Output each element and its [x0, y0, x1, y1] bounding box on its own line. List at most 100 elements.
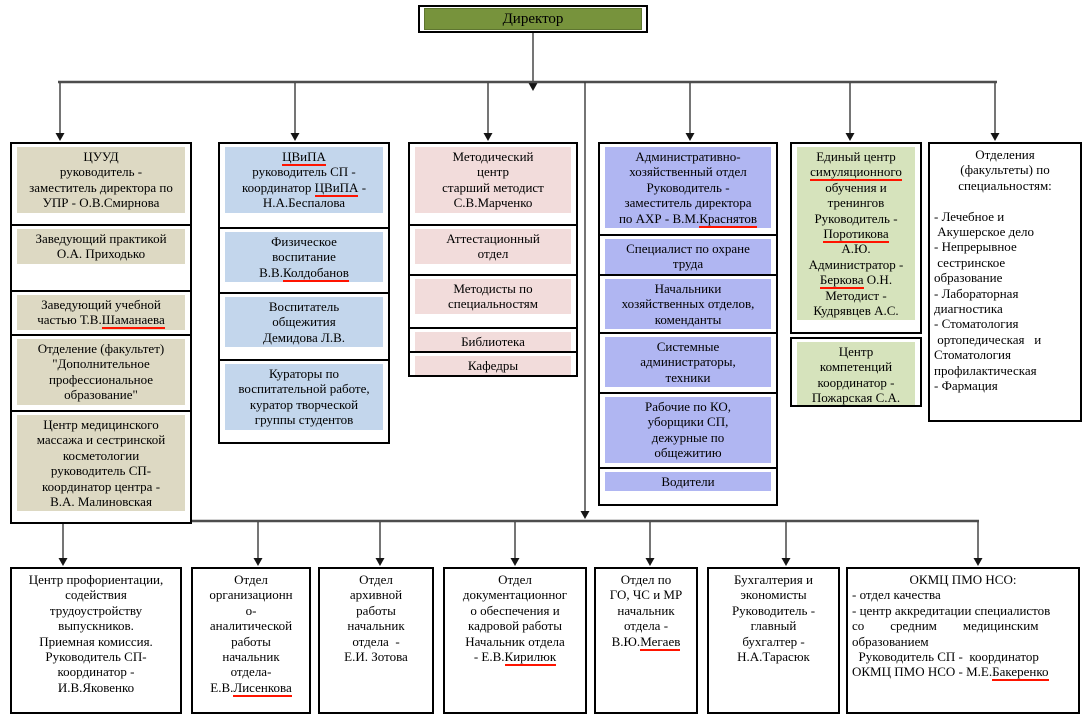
text-line: руководитель -: [18, 164, 184, 179]
text-line: отдела -: [600, 618, 692, 633]
text-line: УПР - О.В.Смирнова: [18, 195, 184, 210]
text-line: отдел: [416, 246, 570, 261]
text-line: Руководитель -: [798, 211, 914, 226]
text-line: Е.И. Зотова: [324, 649, 428, 664]
text-line: координатор центра -: [18, 479, 184, 494]
text-run: дежурные по: [651, 429, 725, 445]
text-line: хозяйственных отделов,: [606, 296, 770, 311]
text-run: Приемная комиссия.: [39, 633, 153, 649]
text-run: работы: [231, 633, 271, 649]
text-run: экономисты: [740, 587, 807, 603]
text-line: администраторы,: [606, 354, 770, 369]
text-line: Н.А.Тарасюк: [713, 649, 834, 664]
text-line: архивной: [324, 587, 428, 602]
text-line: специальностям: [416, 296, 570, 311]
text-line: работы: [324, 603, 428, 618]
spellcheck-underlined-name: Беркова: [819, 272, 864, 290]
text-run: о-: [245, 602, 257, 618]
text-line: трудоустройству: [16, 603, 176, 618]
text-run: специальностям: [448, 296, 538, 312]
text-run: Физическое: [271, 234, 337, 249]
spellcheck-underlined-name: Мегаев: [640, 633, 681, 651]
text-line: коменданты: [606, 312, 770, 327]
text-run: Центр: [838, 344, 874, 359]
text-run: руководитель СП-: [50, 463, 152, 479]
text-run: аналитической: [209, 618, 293, 634]
text-line: Руководитель -: [606, 180, 770, 195]
text-line: Центр: [798, 344, 914, 359]
text-line: Начальник отдела: [449, 634, 581, 649]
text-run: Специалист по охране: [626, 241, 750, 256]
text-line: Отделение (факультет): [18, 341, 184, 356]
text-run: Отдел: [359, 572, 393, 587]
text-line: ОКМЦ ПМО НСО - М.Е.Бакеренко: [852, 664, 1074, 682]
text-line: образованием: [852, 634, 1074, 649]
text-line: "Дополнительное: [18, 356, 184, 371]
text-run: отдел: [477, 246, 509, 262]
text-run: трудоустройству: [49, 602, 143, 618]
text-line: аналитической: [197, 618, 305, 633]
text-run: координатор -: [817, 374, 895, 390]
text-run: Н.А.Тарасюк: [737, 649, 810, 665]
text-line: Приемная комиссия.: [16, 634, 176, 649]
text-run: профессиональное: [48, 371, 154, 387]
text-line: косметологии: [18, 448, 184, 463]
text-run: Библиотека: [461, 334, 525, 349]
text-line: А.Ю.: [798, 241, 914, 256]
text-run: В.А. Малиновская: [50, 494, 152, 510]
text-run: содействия: [65, 587, 127, 603]
text-run: -: [358, 179, 367, 195]
director-title: Директор: [502, 10, 564, 27]
text-run: выпускников.: [58, 618, 134, 634]
text-line: Рабочие по КО,: [606, 399, 770, 414]
text-line: Методист -: [798, 288, 914, 303]
text-run: по АХР - В.М.: [618, 210, 700, 226]
text-run: кадровой работы: [468, 618, 562, 634]
text-line: профилактическая: [934, 363, 1076, 378]
text-line: Отделения: [934, 147, 1076, 162]
text-line: Кудрявцев А.С.: [798, 303, 914, 318]
cell-fill: Библиотека: [415, 332, 571, 351]
text-line: Библиотека: [416, 334, 570, 349]
text-run: "Дополнительное: [52, 356, 150, 372]
text-run: косметологии: [62, 447, 140, 463]
text-line: Отдел: [324, 572, 428, 587]
text-line: Бухгалтерия и: [713, 572, 834, 587]
text-line: Начальники: [606, 281, 770, 296]
text-line: массажа и сестринской: [18, 432, 184, 447]
text-run: архивной: [349, 587, 403, 603]
text-line: Центр профориентации,: [16, 572, 176, 587]
text-line: - Лечебное и: [934, 209, 1076, 224]
text-run: координатор центра -: [41, 478, 161, 494]
text-line: ортопедическая и: [934, 332, 1076, 347]
text-line: работы: [197, 634, 305, 649]
text-line: ОКМЦ ПМО НСО:: [852, 572, 1074, 587]
text-line: компетенций: [798, 359, 914, 374]
text-run: отдела -: [352, 633, 400, 649]
text-run: о обеспечения и: [470, 602, 560, 618]
text-run: - Е.В.: [473, 649, 505, 665]
text-line: Руководитель СП-: [16, 649, 176, 664]
text-line: О.А. Приходько: [18, 246, 184, 261]
text-run: частью Т.В.: [37, 312, 102, 328]
spellcheck-underlined-name: Кирилюк: [504, 649, 557, 667]
okmc-box-cell: ОКМЦ ПМО НСО:- отдел качества- центр акк…: [848, 569, 1078, 712]
